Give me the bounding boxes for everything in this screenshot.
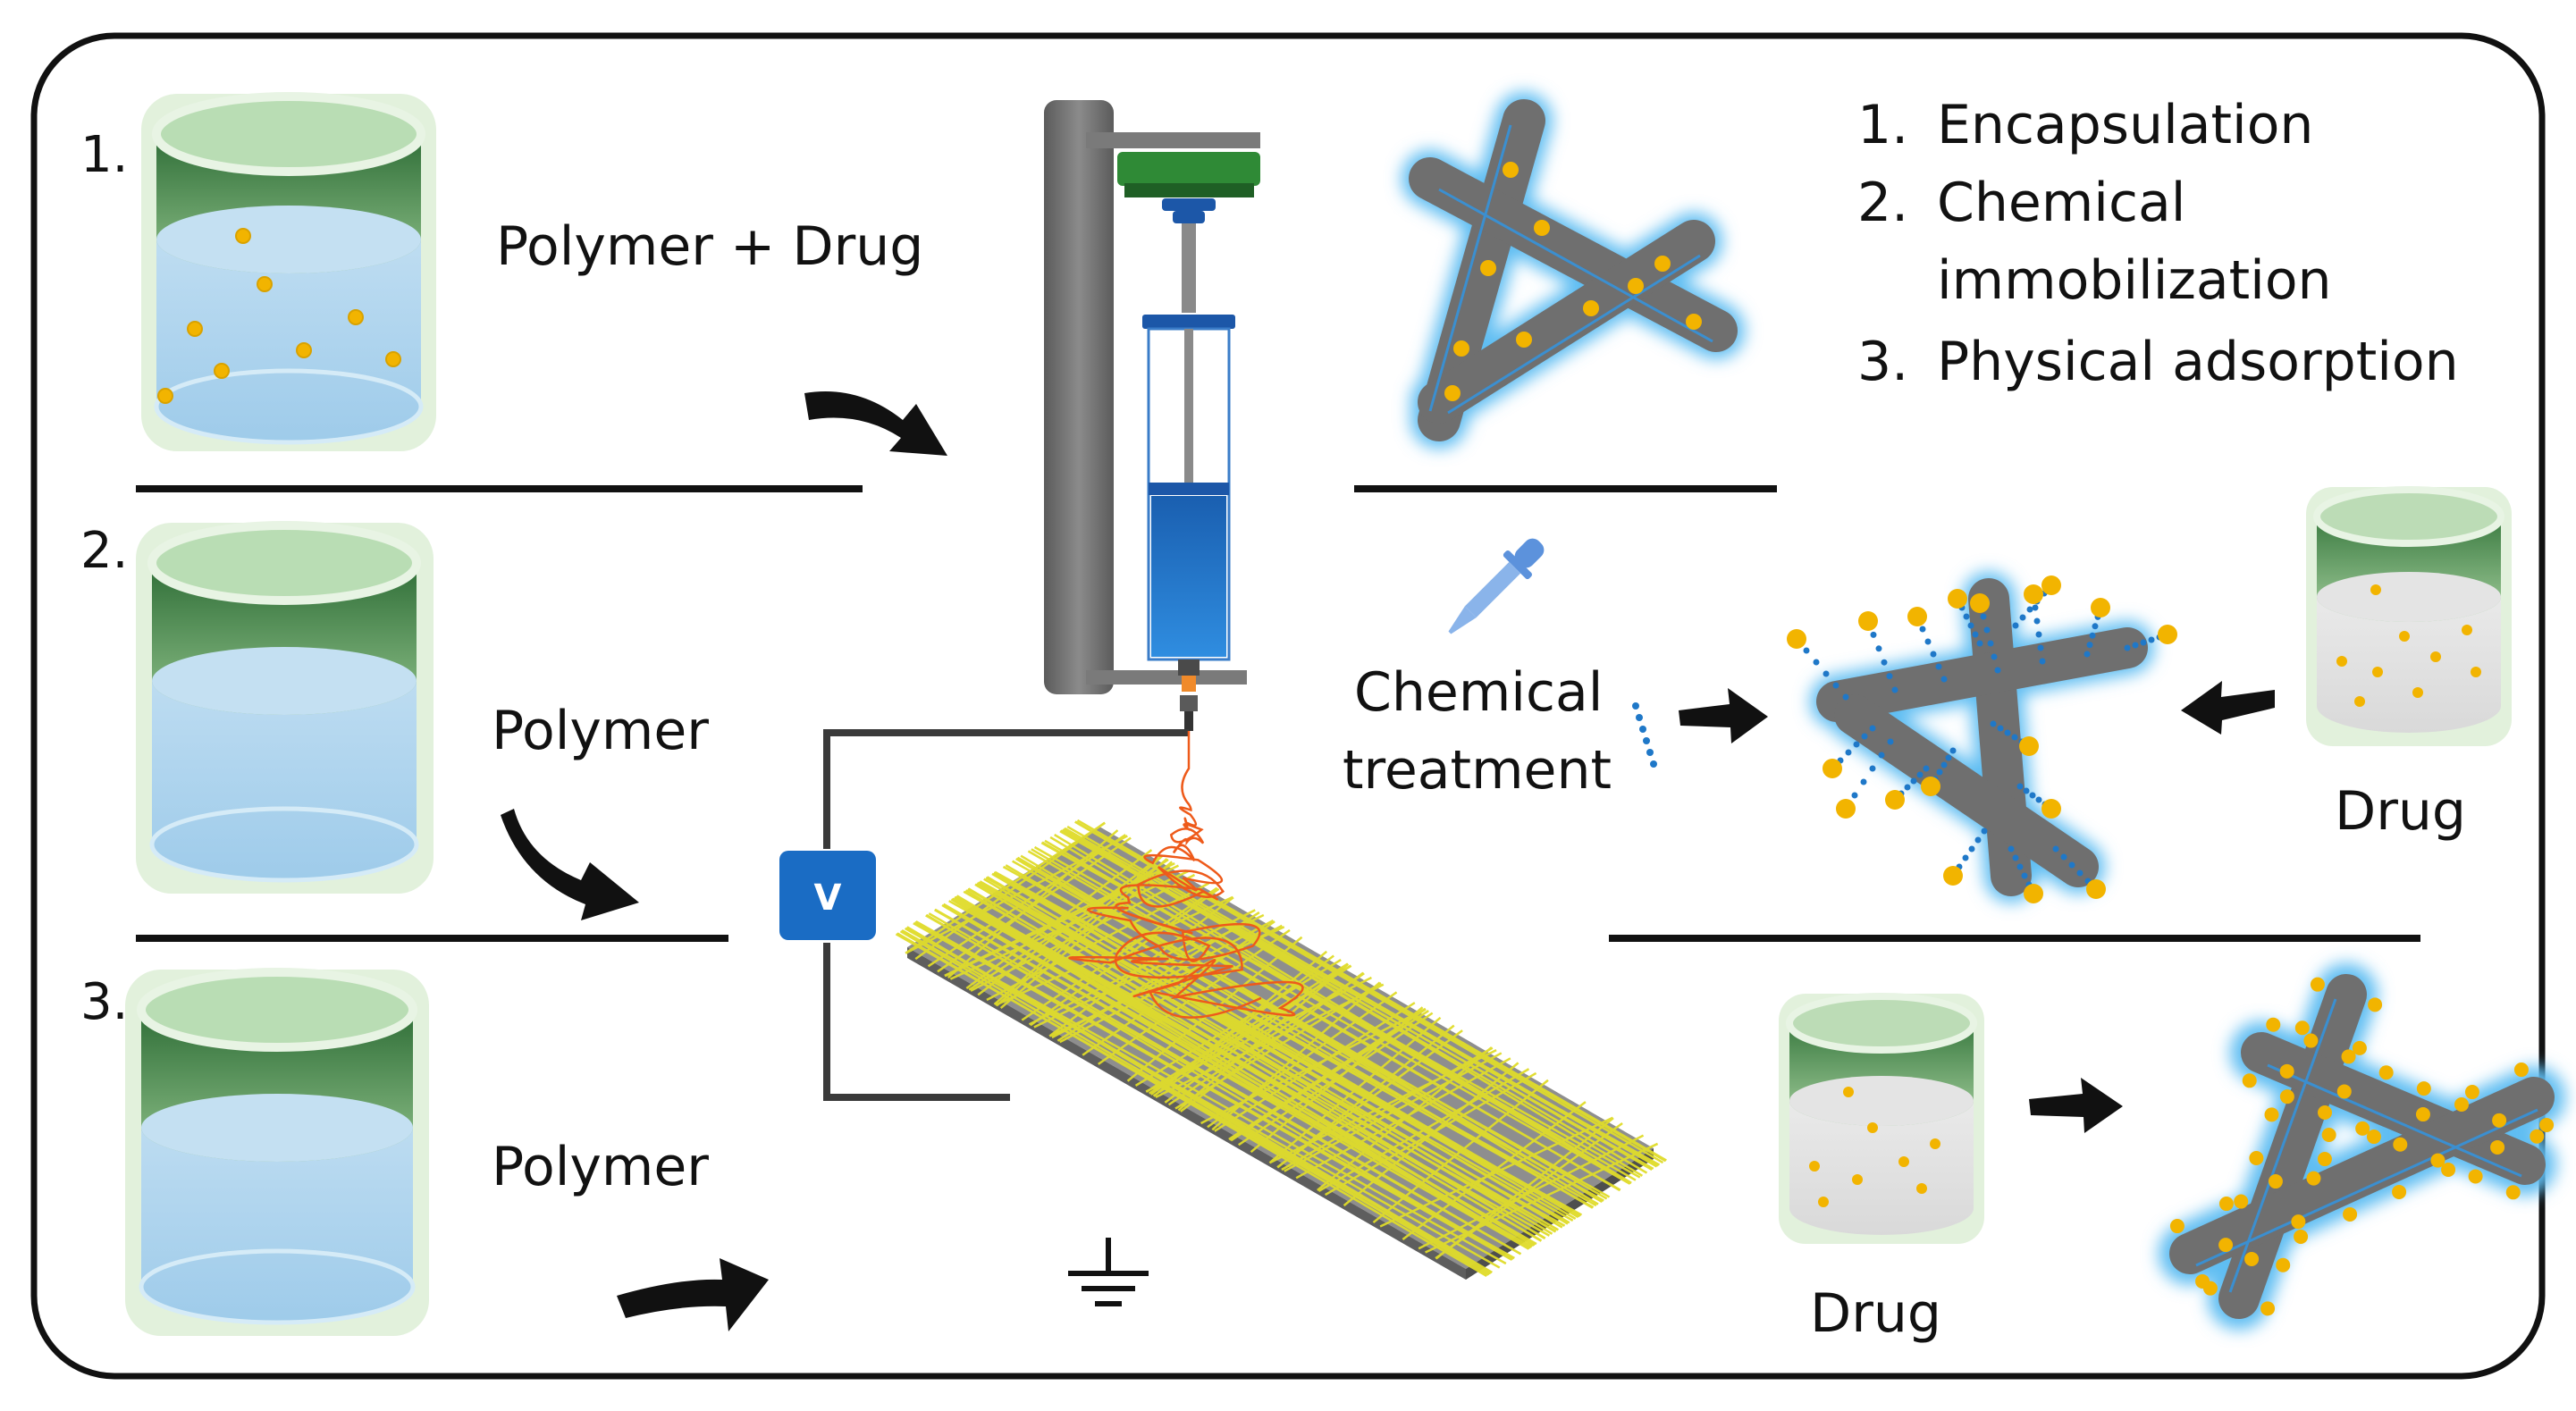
beaker-polymer-drug: [141, 92, 436, 451]
beaker-drug-bottom: [1779, 993, 1984, 1244]
fiber-encapsulation: [1402, 92, 1745, 449]
spinneret-needle: [1180, 695, 1198, 711]
drug-dots: [2169, 977, 2555, 1316]
arrow-icon: [2181, 681, 2275, 735]
drug-dots: [157, 228, 401, 404]
beaker-drug-right: [2306, 486, 2512, 746]
circuit-wires: [823, 729, 1189, 1101]
stand-column: [1044, 100, 1114, 694]
beaker-polymer-3: [125, 968, 429, 1336]
legend-number-2: 2.: [1857, 172, 1908, 234]
dotted-linker: [1632, 702, 1657, 768]
drug-dots: [2336, 584, 2481, 707]
polymer-solution: [1151, 496, 1226, 657]
legend-immobilization: immobilization: [1937, 249, 2332, 312]
stand-bottom-arm: [1086, 670, 1247, 685]
label-polymer-2: Polymer: [492, 700, 709, 762]
drug-dots: [1444, 162, 1702, 401]
arrow-icon: [501, 809, 639, 920]
collector-plate: [895, 819, 1667, 1280]
arrow-icon: [617, 1258, 769, 1331]
fiber-physical-adsorption: [2159, 963, 2565, 1330]
stand-top-arm: [1086, 132, 1260, 148]
voltage-label: V: [814, 878, 842, 919]
ground-icon: [1068, 1238, 1149, 1306]
label-drug-right: Drug: [2335, 780, 2466, 843]
label-polymer-3: Polymer: [492, 1136, 709, 1198]
label-polymer-drug: Polymer + Drug: [496, 215, 923, 278]
step-number-3: 3.: [80, 973, 128, 1031]
fiber-chemical-immobilization: [1787, 572, 2177, 903]
legend-encapsulation: Encapsulation: [1937, 94, 2313, 156]
legend-physical-adsorption: Physical adsorption: [1937, 331, 2459, 393]
label-drug-bottom: Drug: [1810, 1282, 1941, 1345]
arrow-icon: [2029, 1078, 2123, 1133]
legend: 1. Encapsulation 2. Chemical immobilizat…: [1857, 94, 2459, 393]
syringe-pump: [1117, 152, 1260, 186]
dropper-icon: [1448, 538, 1545, 634]
legend-number-1: 1.: [1857, 94, 1908, 156]
drug-dots: [1787, 575, 2177, 903]
voltage-source-icon: V: [779, 851, 876, 940]
legend-number-3: 3.: [1857, 331, 1908, 393]
polymer-jet: [1068, 731, 1304, 1019]
arrow-icon: [804, 391, 947, 456]
label-chemical: Chemical: [1354, 661, 1603, 724]
arrow-icon: [1679, 688, 1768, 743]
legend-chemical: Chemical: [1937, 172, 2185, 234]
step-number-1: 1.: [80, 126, 128, 184]
electrospinning-apparatus: [1044, 100, 1260, 731]
beaker-polymer-2: [136, 521, 434, 894]
label-treatment: treatment: [1343, 739, 1612, 802]
step-number-2: 2.: [80, 522, 128, 580]
drug-dots: [1809, 1087, 1940, 1207]
